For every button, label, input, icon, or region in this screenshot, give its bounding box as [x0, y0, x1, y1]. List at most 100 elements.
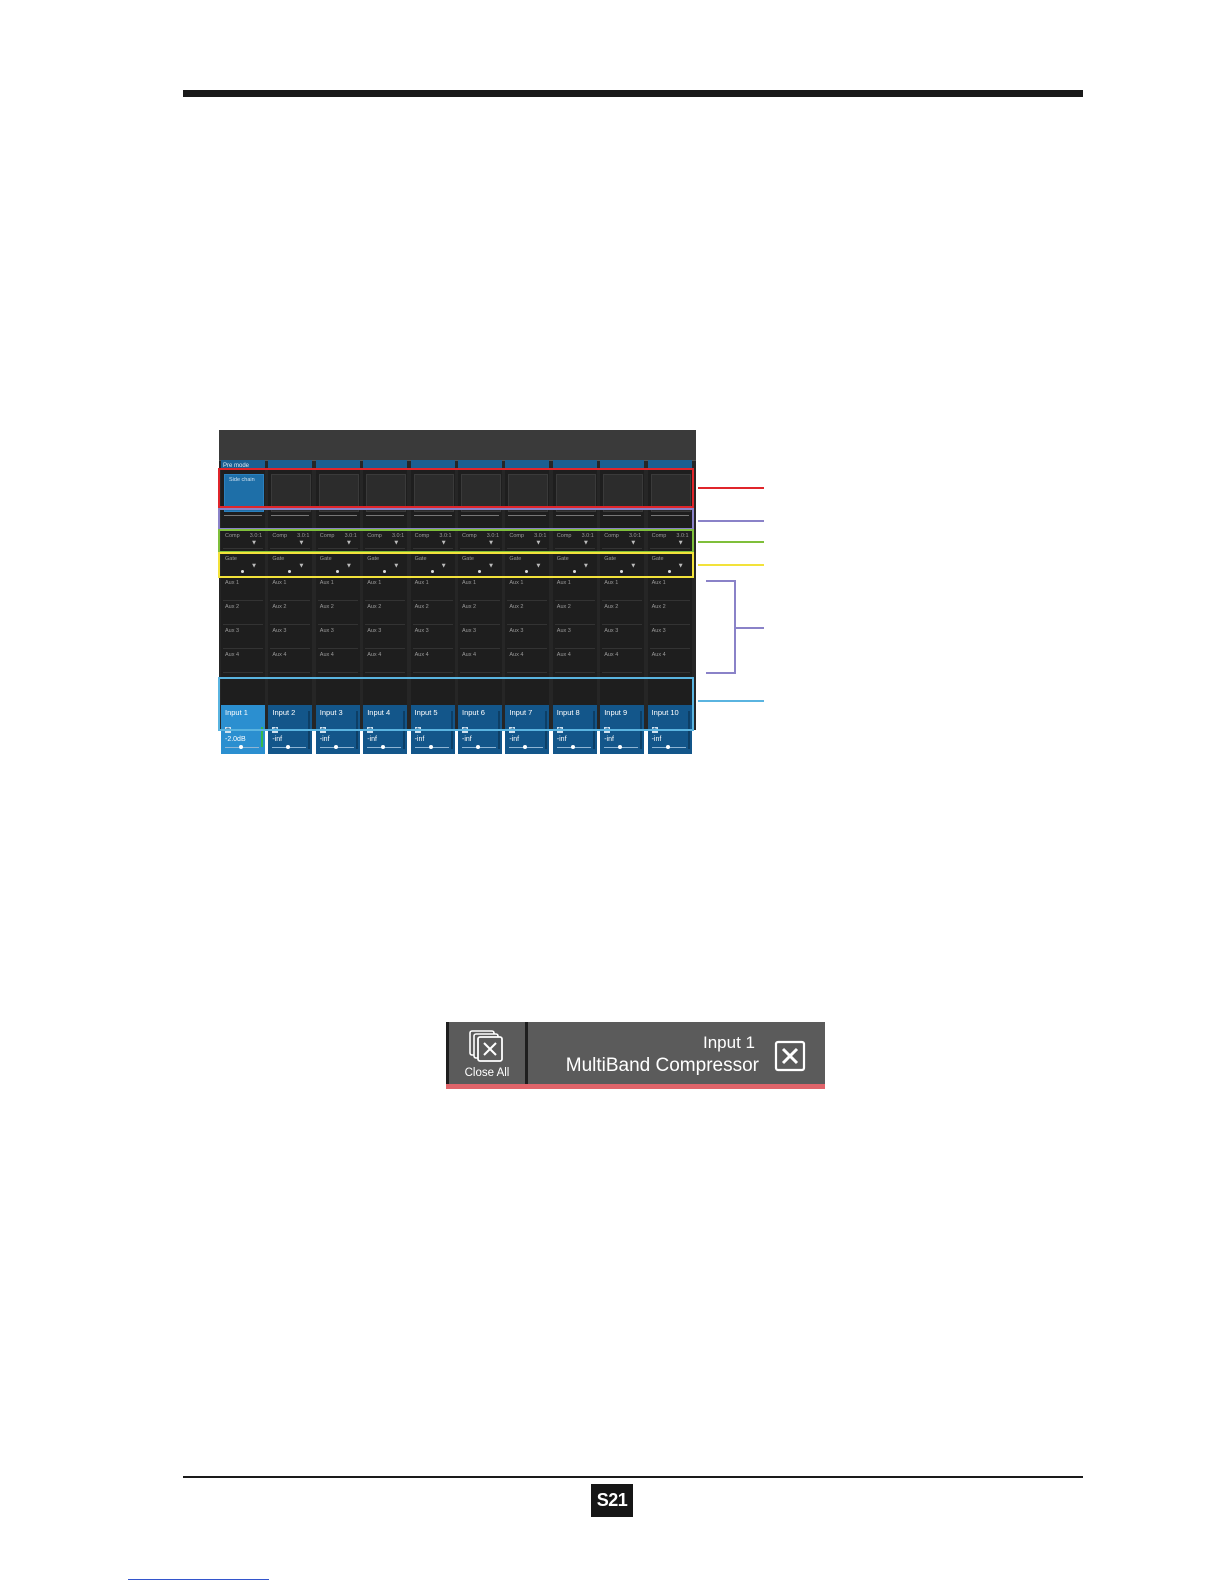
- input-channel-button[interactable]: Input 3+-inf: [315, 705, 360, 754]
- comp-label[interactable]: Comp: [319, 533, 335, 539]
- aux-send-label[interactable]: Aux 1: [272, 580, 287, 586]
- fader-knob[interactable]: [523, 745, 528, 749]
- fader-knob[interactable]: [618, 745, 623, 749]
- aux-send-label[interactable]: Aux 4: [367, 652, 382, 658]
- gate-label[interactable]: Gate: [319, 556, 332, 562]
- aux-send-label[interactable]: Aux 4: [225, 652, 240, 658]
- aux-send-label[interactable]: Aux 4: [651, 652, 666, 658]
- comp-label[interactable]: Comp: [462, 533, 477, 539]
- fader-knob[interactable]: [476, 745, 480, 749]
- comp-label[interactable]: Comp: [414, 533, 430, 539]
- gate-label[interactable]: Gate: [414, 556, 427, 562]
- aux-send-label[interactable]: Aux 2: [509, 604, 524, 610]
- aux-send-label[interactable]: Aux 4: [319, 652, 334, 658]
- strip-tab[interactable]: [600, 460, 645, 470]
- input-channel-button[interactable]: Input 6+-inf: [458, 705, 502, 754]
- aux-send-label[interactable]: Aux 1: [509, 580, 524, 586]
- fader-knob[interactable]: [428, 745, 433, 749]
- gate-label[interactable]: Gate: [367, 556, 380, 562]
- aux-send-label[interactable]: Aux 2: [651, 604, 666, 610]
- strip-view-area[interactable]: [603, 474, 644, 512]
- strip-tab[interactable]: [458, 460, 502, 470]
- aux-send-label[interactable]: Aux 1: [225, 580, 240, 586]
- strip-tab[interactable]: [552, 460, 597, 470]
- strip-tab[interactable]: [647, 460, 692, 470]
- aux-send-label[interactable]: Aux 2: [367, 604, 382, 610]
- strip-view-area[interactable]: [271, 474, 312, 512]
- gate-label[interactable]: Gate: [462, 556, 474, 562]
- gate-label[interactable]: Gate: [509, 556, 522, 562]
- input-channel-button[interactable]: Input 2+-inf: [268, 705, 313, 754]
- input-channel-button[interactable]: Input 7+-inf: [505, 705, 550, 754]
- fader-knob[interactable]: [286, 745, 291, 749]
- fader-knob[interactable]: [333, 745, 338, 749]
- aux-send-label[interactable]: Aux 2: [414, 604, 429, 610]
- aux-send-label[interactable]: Aux 4: [414, 652, 429, 658]
- gate-label[interactable]: Gate: [225, 556, 237, 562]
- input-channel-button[interactable]: Input 1+-2.0dB: [221, 705, 265, 754]
- aux-send-label[interactable]: Aux 3: [319, 628, 334, 634]
- input-channel-button[interactable]: Input 10+-inf: [647, 705, 692, 754]
- aux-send-label[interactable]: Aux 2: [272, 604, 287, 610]
- strip-tab[interactable]: [363, 460, 408, 470]
- input-channel-button[interactable]: Input 5+-inf: [410, 705, 455, 754]
- strip-view-area[interactable]: [318, 474, 359, 512]
- aux-send-label[interactable]: Aux 3: [651, 628, 666, 634]
- aux-send-label[interactable]: Aux 2: [462, 604, 477, 610]
- strip-tab[interactable]: [315, 460, 360, 470]
- strip-tab[interactable]: [410, 460, 455, 470]
- comp-label[interactable]: Comp: [367, 533, 382, 539]
- strip-view-area[interactable]: [508, 474, 549, 512]
- gate-label[interactable]: Gate: [272, 556, 285, 562]
- aux-send-label[interactable]: Aux 2: [225, 604, 240, 610]
- input-channel-button[interactable]: Input 4+-inf: [363, 705, 408, 754]
- aux-send-label[interactable]: Aux 1: [367, 580, 382, 586]
- aux-send-label[interactable]: Aux 3: [272, 628, 287, 634]
- strip-view-area[interactable]: [413, 474, 454, 512]
- strip-view-area[interactable]: [650, 474, 691, 512]
- aux-send-label[interactable]: Aux 2: [319, 604, 334, 610]
- aux-send-label[interactable]: Aux 1: [319, 580, 334, 586]
- strip-tab[interactable]: [505, 460, 550, 470]
- input-channel-button[interactable]: Input 9+-inf: [600, 705, 645, 754]
- aux-send-label[interactable]: Aux 4: [509, 652, 524, 658]
- comp-label[interactable]: Comp: [225, 533, 240, 539]
- gate-label[interactable]: Gate: [556, 556, 569, 562]
- aux-send-label[interactable]: Aux 3: [509, 628, 524, 634]
- comp-label[interactable]: Comp: [556, 533, 572, 539]
- comp-label[interactable]: Comp: [651, 533, 667, 539]
- aux-send-label[interactable]: Aux 3: [225, 628, 240, 634]
- aux-send-label[interactable]: Aux 4: [272, 652, 287, 658]
- comp-label[interactable]: Comp: [509, 533, 525, 539]
- comp-label[interactable]: Comp: [272, 533, 288, 539]
- strip-tab[interactable]: [268, 460, 313, 470]
- aux-send-label[interactable]: Aux 2: [604, 604, 619, 610]
- aux-send-label[interactable]: Aux 4: [556, 652, 571, 658]
- aux-send-label[interactable]: Aux 1: [604, 580, 619, 586]
- aux-send-label[interactable]: Aux 2: [556, 604, 571, 610]
- fader-knob[interactable]: [665, 745, 670, 749]
- aux-send-label[interactable]: Aux 1: [414, 580, 429, 586]
- strip-view-area[interactable]: [461, 474, 501, 512]
- aux-send-label[interactable]: Aux 1: [462, 580, 477, 586]
- gate-label[interactable]: Gate: [651, 556, 664, 562]
- aux-send-label[interactable]: Aux 3: [604, 628, 619, 634]
- strip-view-area[interactable]: [555, 474, 596, 512]
- aux-send-label[interactable]: Aux 4: [462, 652, 477, 658]
- gate-label[interactable]: Gate: [604, 556, 617, 562]
- strip-tab[interactable]: [221, 460, 265, 470]
- aux-send-label[interactable]: Aux 1: [651, 580, 666, 586]
- strip-view-area[interactable]: [366, 474, 407, 512]
- aux-send-label[interactable]: Aux 3: [462, 628, 477, 634]
- fader-knob[interactable]: [381, 745, 386, 749]
- input-channel-button[interactable]: Input 8+-inf: [552, 705, 597, 754]
